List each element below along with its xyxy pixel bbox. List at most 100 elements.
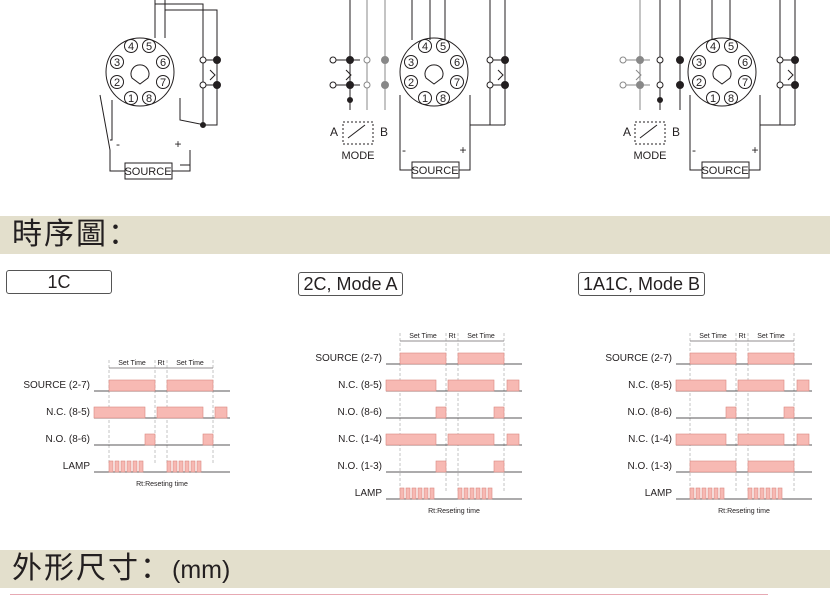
signal-label: SOURCE (2-7) bbox=[315, 353, 382, 364]
pin-2-label: 2 bbox=[696, 77, 702, 89]
pulse-bar bbox=[689, 460, 737, 473]
lamp-blink bbox=[481, 487, 487, 500]
signal-label: SOURCE (2-7) bbox=[23, 380, 90, 391]
pin-5-circle bbox=[724, 39, 738, 53]
signal-label: N.O. (1-3) bbox=[338, 461, 382, 472]
pin-6-label: 6 bbox=[160, 57, 166, 69]
lamp-blink bbox=[719, 487, 725, 500]
lamp-blink bbox=[114, 460, 120, 473]
mode-label: MODE bbox=[342, 150, 375, 162]
signal-label: SOURCE (2-7) bbox=[605, 353, 672, 364]
pulse-bar bbox=[737, 433, 785, 446]
lamp-blink bbox=[457, 487, 463, 500]
rt-note: Rt:Reseting time bbox=[428, 508, 480, 515]
lamp-blink bbox=[190, 460, 196, 473]
signal-label: N.C. (1-4) bbox=[628, 434, 672, 445]
switch-b-label: B bbox=[672, 125, 680, 139]
wire bbox=[205, 85, 218, 126]
pulse-bar bbox=[166, 379, 214, 392]
lamp-blink bbox=[172, 460, 178, 473]
signal-label: LAMP bbox=[63, 461, 91, 472]
pin-5-circle bbox=[142, 39, 156, 53]
pulse-bar bbox=[202, 433, 214, 446]
lamp-blink bbox=[411, 487, 417, 500]
switch-a-label: A bbox=[330, 125, 338, 139]
pin-1-circle bbox=[418, 91, 432, 105]
lamp-blink bbox=[417, 487, 423, 500]
rt-note: Rt:Reseting time bbox=[136, 481, 188, 488]
pin-8-circle bbox=[436, 91, 450, 105]
set-time-label: Set Time bbox=[467, 333, 495, 340]
pin-8-circle bbox=[142, 91, 156, 105]
rt-label: Rt bbox=[449, 333, 456, 340]
wiring-diagram-1a1c bbox=[619, 0, 799, 179]
socket-key bbox=[712, 64, 732, 85]
pin-2-circle bbox=[692, 75, 706, 89]
pulse-bar bbox=[447, 433, 495, 446]
set-time-label: Set Time bbox=[699, 333, 727, 340]
plus-label: + bbox=[751, 143, 758, 157]
pin-4-label: 4 bbox=[710, 41, 716, 53]
pin-1-label: 1 bbox=[422, 93, 428, 105]
minus-label: - bbox=[402, 143, 406, 157]
pin-8-label: 8 bbox=[728, 93, 734, 105]
pin-6-circle bbox=[450, 55, 464, 69]
lamp-blink bbox=[765, 487, 771, 500]
lamp-blink bbox=[126, 460, 132, 473]
dimension-section-band: 外形尺寸：(mm) bbox=[0, 550, 830, 588]
signal-label: N.C. (8-5) bbox=[46, 407, 90, 418]
pulse-bar bbox=[747, 460, 795, 473]
pulse-bar bbox=[93, 406, 146, 419]
relay-socket bbox=[399, 37, 469, 107]
pin-4-circle bbox=[124, 39, 138, 53]
pulse-bar bbox=[796, 433, 810, 446]
signal-label: LAMP bbox=[355, 488, 383, 499]
pin-1-circle bbox=[706, 91, 720, 105]
lamp-blink bbox=[429, 487, 435, 500]
pin-7-circle bbox=[738, 75, 752, 89]
pulse-bar bbox=[435, 460, 447, 473]
set-time-label: Set Time bbox=[757, 333, 785, 340]
pulse-bar bbox=[385, 379, 437, 392]
pin-3-label: 3 bbox=[696, 57, 702, 69]
pin-7-label: 7 bbox=[160, 77, 166, 89]
pin-5-label: 5 bbox=[440, 41, 446, 53]
lamp-blink bbox=[196, 460, 202, 473]
signal-label: N.O. (8-6) bbox=[628, 407, 672, 418]
diagram-tag-1c: 1C bbox=[6, 270, 112, 294]
lamp-blink bbox=[475, 487, 481, 500]
lamp-blink bbox=[463, 487, 469, 500]
pulse-bar bbox=[689, 352, 737, 365]
pulse-bar bbox=[725, 406, 737, 419]
plus-label: + bbox=[174, 137, 181, 151]
pin-3-label: 3 bbox=[408, 57, 414, 69]
signal-label: N.O. (8-6) bbox=[338, 407, 382, 418]
mode-label: MODE bbox=[634, 150, 667, 162]
pin-7-circle bbox=[450, 75, 464, 89]
pin-8-label: 8 bbox=[146, 93, 152, 105]
lamp-blink bbox=[771, 487, 777, 500]
wire bbox=[179, 98, 206, 126]
pin-6-label: 6 bbox=[742, 57, 748, 69]
pin-7-label: 7 bbox=[742, 77, 748, 89]
pin-6-circle bbox=[156, 55, 170, 69]
socket-key bbox=[130, 64, 150, 85]
pin-2-label: 2 bbox=[408, 77, 414, 89]
mode-switch-box bbox=[342, 121, 374, 145]
lamp-blink bbox=[707, 487, 713, 500]
set-time-label: Set Time bbox=[409, 333, 437, 340]
socket-key bbox=[424, 64, 444, 85]
lamp-blink bbox=[108, 460, 114, 473]
rt-label: Rt bbox=[739, 333, 746, 340]
pulse-bar bbox=[737, 379, 785, 392]
lamp-blink bbox=[469, 487, 475, 500]
timing-section-band: 時序圖： bbox=[0, 216, 830, 254]
wire bbox=[165, 9, 218, 60]
dimension-title-text: 外形尺寸： bbox=[12, 551, 172, 586]
pin-4-label: 4 bbox=[128, 41, 134, 53]
pulse-bar bbox=[675, 379, 727, 392]
dimension-unit: (mm) bbox=[172, 556, 231, 584]
